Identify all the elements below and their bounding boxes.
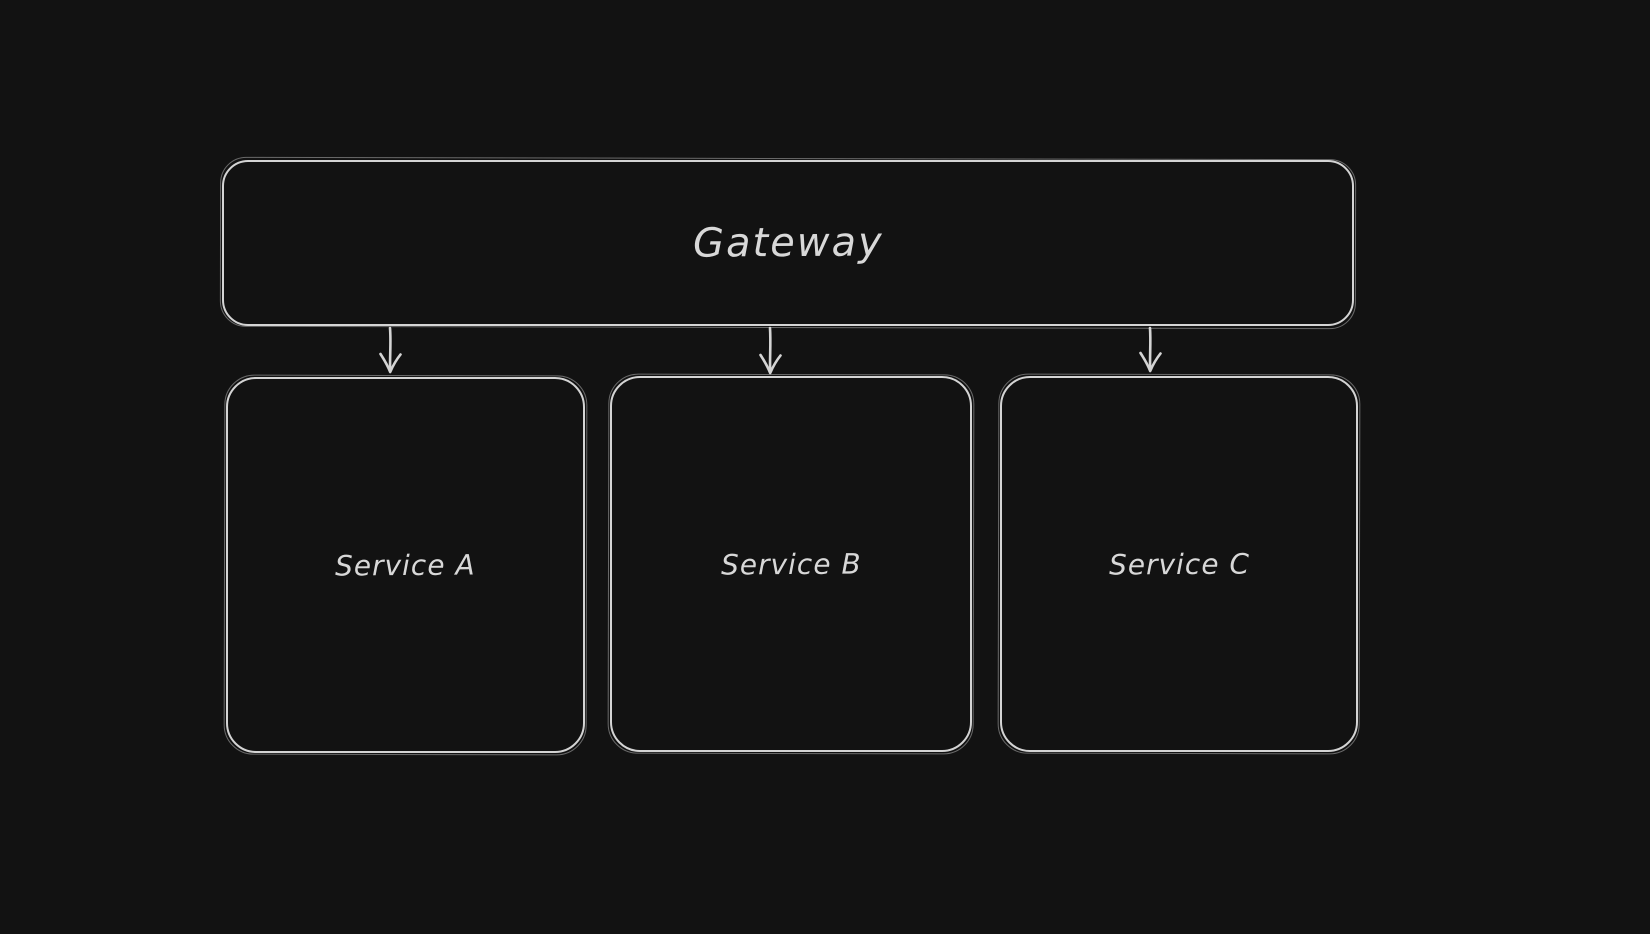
node-service-c[interactable]: Service C: [1000, 376, 1358, 752]
arrow-gateway-to-service-c[interactable]: [1139, 326, 1162, 373]
node-gateway-label: Gateway: [692, 219, 884, 267]
arrow-gateway-to-service-a[interactable]: [379, 326, 402, 374]
node-service-a-label: Service A: [335, 548, 476, 582]
arrow-gateway-to-service-b[interactable]: [759, 326, 782, 375]
node-service-b-label: Service B: [720, 547, 862, 581]
node-service-b[interactable]: Service B: [610, 376, 972, 752]
node-service-c-label: Service C: [1108, 547, 1250, 581]
node-gateway[interactable]: Gateway: [222, 160, 1354, 326]
node-service-a[interactable]: Service A: [226, 377, 585, 753]
